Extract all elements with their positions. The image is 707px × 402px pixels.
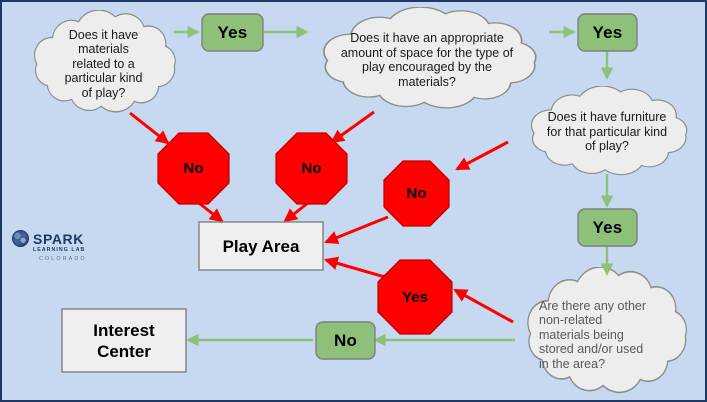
globe-icon — [12, 230, 29, 247]
box-interest-center[interactable] — [61, 308, 187, 373]
spark-learning-lab-logo: SPARK LEARNING LAB COLORADO — [12, 230, 108, 270]
chip-yes-1[interactable] — [201, 13, 264, 52]
cloud-q4 — [527, 267, 688, 394]
octagon-yes[interactable] — [377, 259, 453, 335]
logo-top-row: SPARK — [12, 230, 84, 247]
logo-state: COLORADO — [39, 256, 87, 262]
cloud-q3 — [530, 86, 688, 176]
chip-yes-3[interactable] — [577, 208, 638, 247]
arrow-yesoct-to-play-area — [324, 256, 386, 279]
chip-no[interactable] — [315, 321, 376, 360]
arrow-no3-to-play-area — [324, 215, 389, 245]
arrow-q1-to-no1 — [129, 111, 170, 145]
octagon-no-3[interactable] — [383, 160, 450, 227]
logo-name: SPARK — [33, 230, 84, 247]
chip-yes-2[interactable] — [577, 13, 638, 52]
cloud-q2 — [323, 7, 537, 109]
octagon-no-2[interactable] — [275, 132, 348, 205]
arrow-q2-to-no2 — [330, 110, 375, 144]
arrow-q4-to-yesoct — [453, 288, 514, 324]
octagon-no-1[interactable] — [157, 132, 230, 205]
cloud-q1 — [33, 10, 176, 113]
logo-tagline: LEARNING LAB — [33, 247, 86, 253]
box-play-area[interactable] — [198, 221, 324, 271]
arrow-q3-to-no3 — [455, 140, 509, 171]
